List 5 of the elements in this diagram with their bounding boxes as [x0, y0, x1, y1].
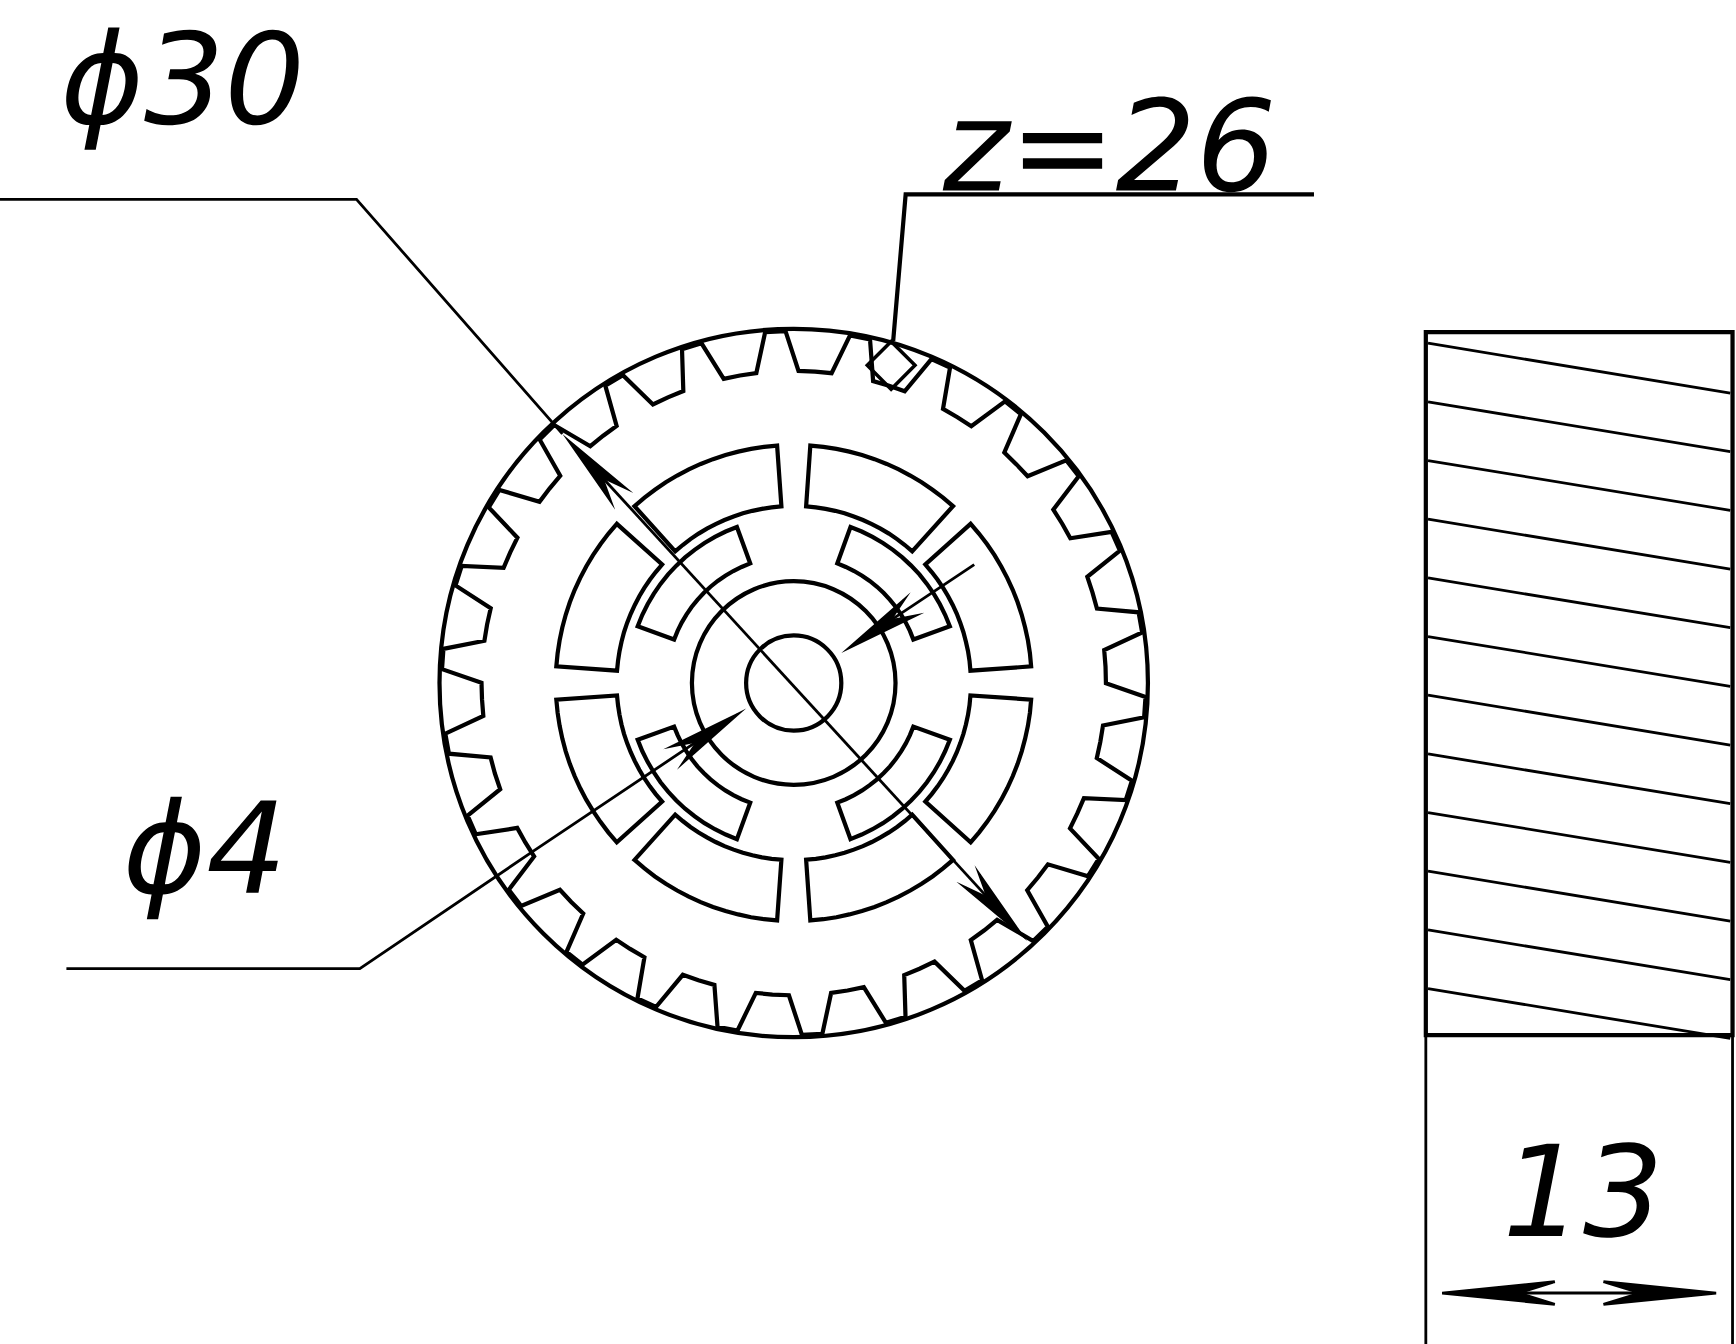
callout-label: z=26 — [942, 96, 1271, 193]
dimension-label: ϕ30 — [66, 27, 299, 150]
leader-line — [891, 192, 1314, 342]
dimension-label: 13 — [1508, 1142, 1656, 1238]
dimension-label: ϕ4 — [128, 796, 278, 920]
